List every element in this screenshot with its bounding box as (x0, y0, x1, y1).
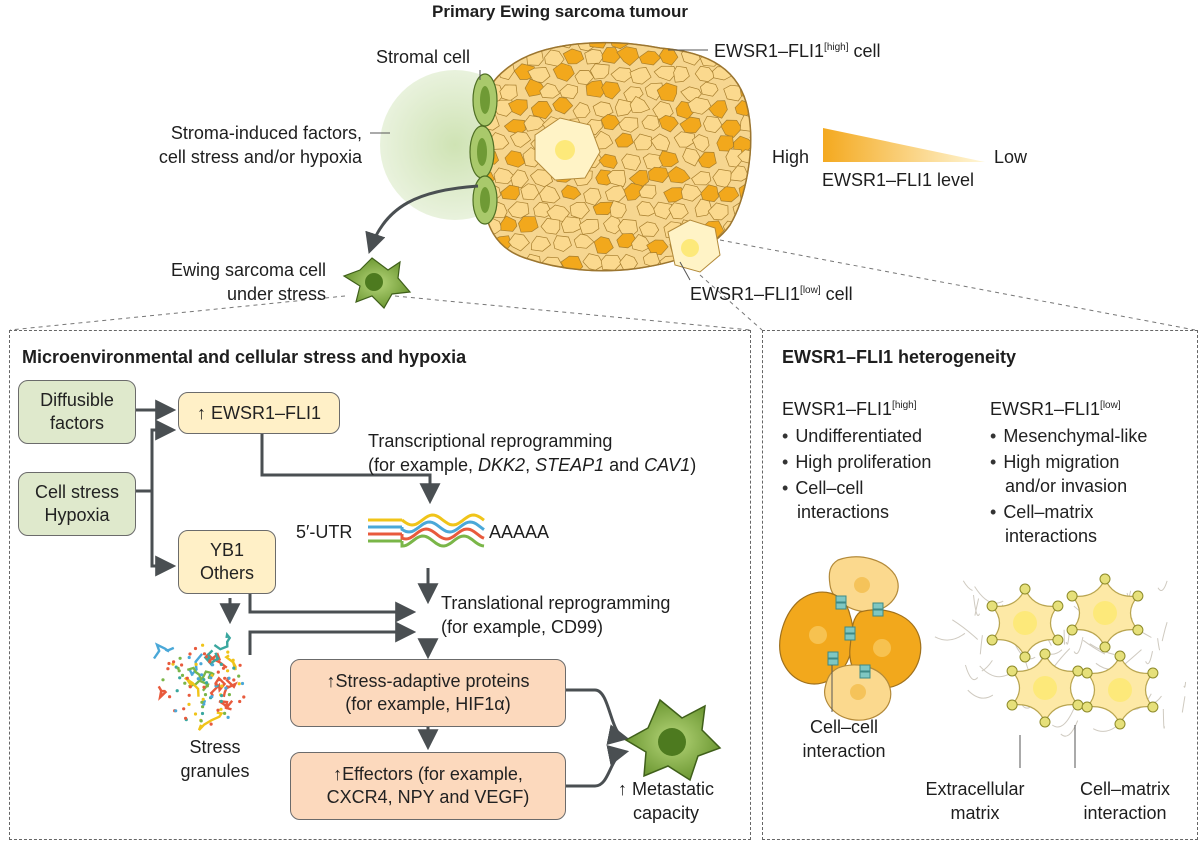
legend-low: Low (994, 147, 1028, 167)
right-leader-lines (1019, 725, 1076, 768)
stressed-cell-line2: under stress (226, 284, 326, 304)
high-item-proliferation: High proliferation (782, 450, 931, 474)
left-panel-arrows (136, 399, 630, 788)
low-cells-matrix (986, 573, 1159, 730)
level-legend-triangle (823, 128, 985, 162)
stress-granules (153, 631, 246, 731)
translational-line2: (for example, CD99) (441, 617, 604, 637)
high-item-cellcell: Cell–cell (782, 476, 863, 500)
mrna-waves (368, 513, 485, 548)
top-leader-lines (370, 49, 708, 281)
high-item-interactions: interactions (797, 502, 890, 522)
low-heading: EWSR1–FLI1[low] (990, 399, 1121, 419)
stress-adaptive-box: ↑Stress-adaptive proteins(for example, H… (290, 659, 566, 727)
ewsr1-fli1-box: ↑ EWSR1–FLI1 (178, 392, 340, 434)
stromal-cell-label: Stromal cell (376, 47, 471, 67)
high-cell-label: EWSR1–FLI1[high] cell (714, 41, 881, 61)
translational-line1: Translational reprogramming (441, 593, 671, 613)
low-item-cellmatrix: Cell–matrix (990, 500, 1093, 524)
low-item-invasion: and/or invasion (1005, 476, 1128, 496)
cell-cell-cluster (779, 556, 922, 721)
high-item-undifferentiated: Undifferentiated (782, 424, 922, 448)
cell-cell-label-1: Cell–cell (809, 717, 879, 737)
figure-title: Primary Ewing sarcoma tumour (431, 2, 689, 21)
right-panel (762, 330, 1198, 840)
low-item-migration: High migration (990, 450, 1119, 474)
stressed-cell-line1: Ewing sarcoma cell (170, 260, 326, 280)
tumour-mass (479, 41, 752, 273)
low-cell-edge (667, 219, 721, 273)
metastatic-line1: ↑ Metastatic (617, 779, 715, 799)
stress-curve-arrow (365, 184, 479, 254)
stressed-cell-top (342, 257, 412, 309)
legend-level-label: EWSR1–FLI1 level (822, 170, 975, 190)
left-panel-title: Microenvironmental and cellular stress a… (22, 347, 467, 367)
polya-label: AAAAA (489, 522, 550, 542)
low-item-mesenchymal: Mesenchymal-like (990, 424, 1147, 448)
stroma-factors-line2: cell stress and/or hypoxia (158, 147, 362, 167)
stroma-factors-line1: Stroma-induced factors, (170, 123, 362, 143)
left-panel (9, 330, 751, 840)
effectors-box: ↑Effectors (for example,CXCR4, NPY and V… (290, 752, 566, 820)
utr-label: 5′-UTR (296, 522, 353, 542)
granules-line1: Stress (189, 737, 241, 757)
low-cell-in-tumour (534, 117, 601, 181)
legend-high: High (772, 147, 810, 167)
stromal-cells (469, 73, 498, 225)
cm-label-2: interaction (1083, 803, 1167, 823)
high-heading: EWSR1–FLI1[high] (782, 399, 917, 419)
low-cell-label: EWSR1–FLI1[low] cell (690, 284, 853, 304)
low-item-interactions: interactions (1005, 526, 1098, 546)
right-panel-title: EWSR1–FLI1 heterogeneity (782, 347, 1017, 367)
ecm-label-1: Extracellular (925, 779, 1025, 799)
cell-cell-label-2: interaction (802, 741, 886, 761)
ecm-label-2: matrix (950, 803, 1000, 823)
transcriptional-line1: Transcriptional reprogramming (368, 431, 613, 451)
cm-label-1: Cell–matrix (1079, 779, 1171, 799)
metastatic-line2: capacity (632, 803, 700, 823)
zoom-connectors (9, 239, 1196, 331)
metastatic-cell (624, 698, 722, 782)
granules-line2: granules (180, 761, 250, 781)
transcriptional-line2: (for example, DKK2, STEAP1 and CAV1) (368, 455, 697, 475)
